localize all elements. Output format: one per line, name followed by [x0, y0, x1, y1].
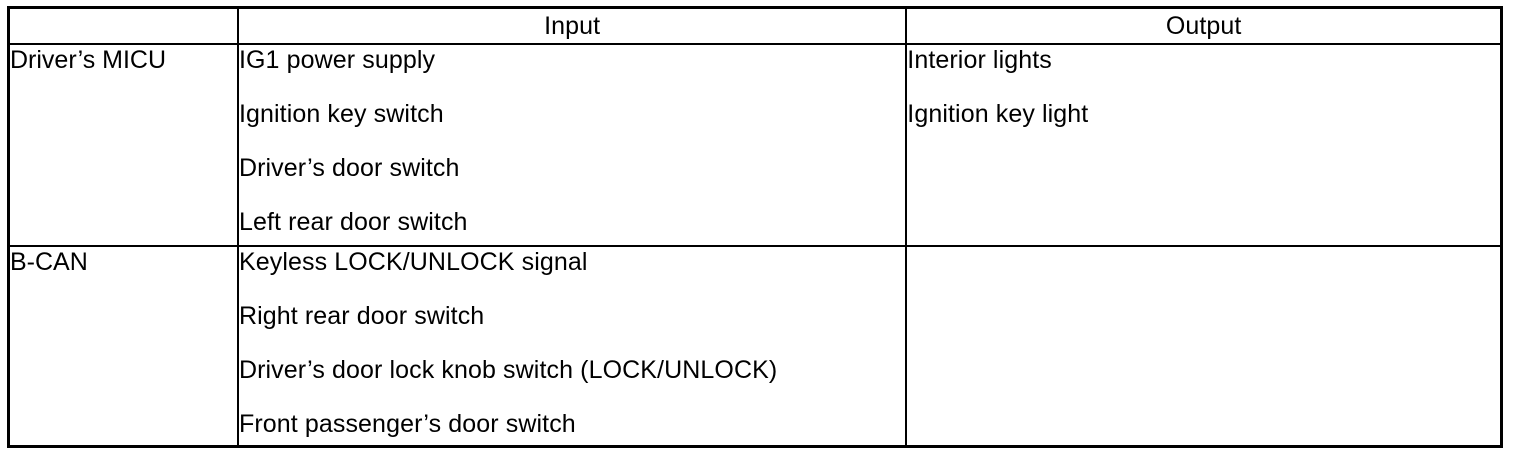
row-output-cell: Interior lights Ignition key light: [905, 44, 1502, 247]
row-input-cell: IG1 power supply Ignition key switch Dri…: [236, 44, 907, 247]
list-item: Ignition key switch: [238, 100, 444, 128]
row-input-cell: Keyless LOCK/UNLOCK signal Right rear do…: [236, 245, 907, 447]
list-item: IG1 power supply: [238, 46, 436, 74]
list-item: Keyless LOCK/UNLOCK signal: [238, 248, 588, 277]
table-row: Driver’s MICU IG1 power supply Ignition …: [8, 44, 1502, 247]
list-item: Driver’s door switch: [238, 154, 460, 182]
row-label-drivers-micu: Driver’s MICU: [8, 44, 238, 247]
header-output: Output: [905, 7, 1502, 45]
list-item: Front passenger’s door switch: [238, 410, 576, 439]
row-output-cell: [905, 245, 1502, 447]
list-item: Left rear door switch: [238, 208, 468, 236]
header-corner-cell: [8, 7, 238, 45]
row-label-b-can: B-CAN: [8, 245, 238, 447]
table-body: Driver’s MICU IG1 power supply Ignition …: [8, 44, 1502, 447]
header-input: Input: [236, 7, 907, 45]
list-item: Interior lights: [907, 46, 1052, 74]
list-item: Right rear door switch: [238, 302, 485, 331]
input-output-table: Input Output Driver’s MICU IG1 power sup…: [7, 6, 1503, 448]
table-row: B-CAN Keyless LOCK/UNLOCK signal Right r…: [8, 245, 1502, 447]
list-item: Driver’s door lock knob switch (LOCK/UNL…: [238, 356, 778, 385]
header-row: Input Output: [8, 7, 1502, 45]
table-header: Input Output: [8, 7, 1502, 45]
list-item: Ignition key light: [907, 100, 1089, 128]
